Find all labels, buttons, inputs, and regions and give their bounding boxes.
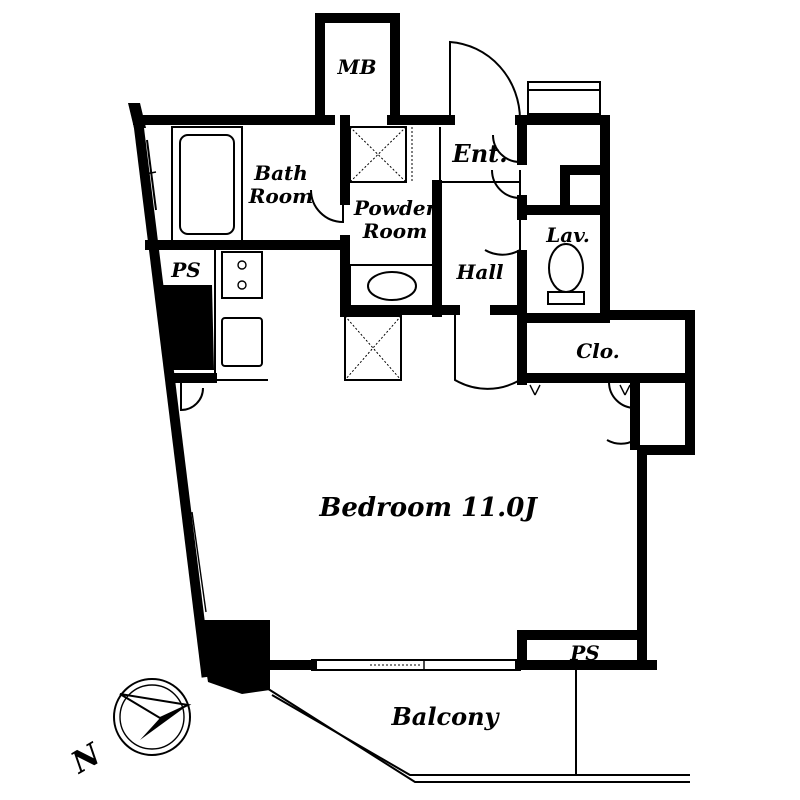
bath-door: [310, 189, 344, 224]
label-bath-room-2: Room: [248, 184, 313, 208]
shoe-cabinet: [527, 81, 601, 115]
washbasin-counter: [349, 264, 435, 308]
stove: [221, 251, 263, 299]
washbasin: [367, 271, 417, 301]
compass-north-label: N: [65, 736, 108, 781]
doors: [180, 40, 636, 445]
closet-door-1: [608, 381, 636, 410]
label-bath-room-1: Bath: [253, 161, 308, 185]
west-column: [158, 285, 214, 370]
bathtub: [171, 126, 243, 243]
label-lavatory: Lav.: [545, 223, 590, 247]
storage-crate: [344, 315, 402, 381]
label-ps-kitchen: PS: [170, 258, 200, 282]
mb-walls: [315, 13, 400, 125]
entrance-door: [449, 40, 522, 121]
ent-inner-door-1: [492, 134, 521, 164]
room-labels: MB Bath Room Powder Room Ent. Hall Lav. …: [170, 55, 619, 731]
label-ps-bedroom: PS: [569, 641, 599, 665]
toilet-bowl: [548, 243, 584, 293]
balcony-window: [311, 659, 521, 671]
compass-outer-ring: [113, 678, 191, 756]
interior-walls: [145, 115, 695, 670]
label-bedroom: Bedroom 11.0J: [318, 493, 538, 523]
closet-door-2: [606, 412, 636, 445]
label-powder-room-1: Powder: [353, 196, 438, 220]
structural-columns: [128, 103, 270, 694]
kitchen-door: [180, 382, 204, 412]
balcony-outline: [261, 668, 690, 783]
hall-door: [484, 215, 521, 256]
southwest-column: [198, 620, 270, 694]
label-entrance: Ent.: [451, 139, 507, 168]
bedroom-door: [454, 312, 521, 390]
fixtures: [171, 81, 631, 396]
west-windows: [139, 139, 207, 613]
compass-needle-icon: [140, 705, 188, 740]
toilet-tank: [547, 291, 585, 305]
label-balcony: Balcony: [391, 702, 501, 731]
storage-wall: [560, 165, 610, 215]
powder-cabinet: [349, 126, 407, 183]
label-mb: MB: [336, 55, 376, 79]
label-hall: Hall: [455, 260, 503, 284]
east-wall-upper: [600, 115, 695, 670]
label-closet: Clo.: [576, 339, 619, 363]
ent-inner-door-2: [491, 169, 521, 200]
kitchen-sink: [221, 317, 263, 367]
label-powder-room-2: Room: [362, 219, 427, 243]
compass-inner-ring: [119, 684, 185, 750]
compass: N: [65, 678, 192, 781]
